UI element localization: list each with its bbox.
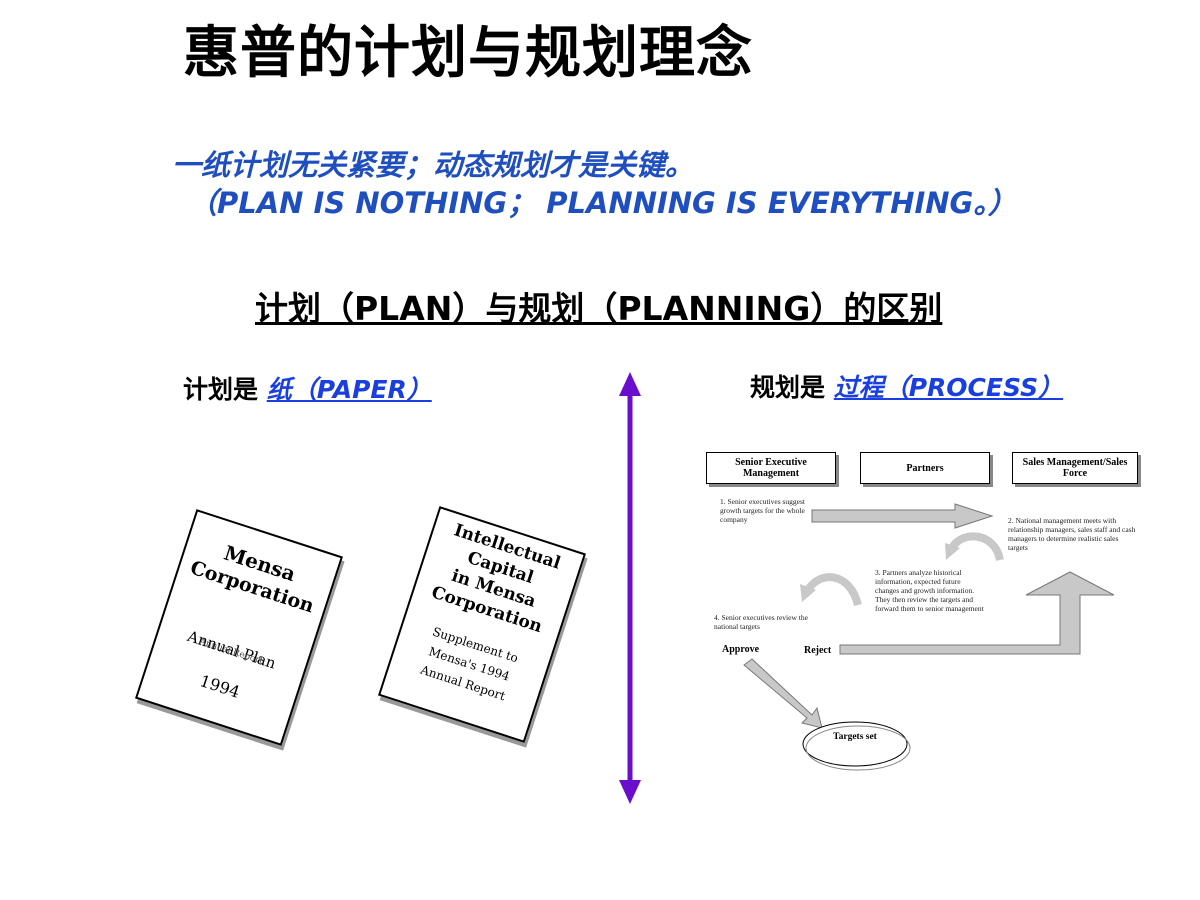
quote-chinese: 一纸计划无关紧要；动态规划才是关键。 (172, 148, 695, 182)
planning-heading-highlight: 过程（PROCESS） (833, 373, 1064, 402)
annual-report-supplement-document: Intellectual Capital in Mensa Corporatio… (378, 506, 586, 743)
process-arrows (743, 503, 1115, 771)
plan-heading-highlight: 纸（PAPER） (266, 375, 432, 404)
step-4-text: 4. Senior executives review the national… (714, 613, 808, 631)
planning-process-diagram: Senior Executive Management Partners Sal… (700, 440, 1150, 780)
page-title: 惠普的计划与规划理念 (183, 21, 753, 86)
divider-arrow-down (619, 780, 641, 804)
quote-english: （PLAN IS NOTHING； PLANNING IS EVERYTHING… (188, 186, 1017, 220)
divider-double-arrow (619, 372, 641, 804)
curved-arrow-executives-head (800, 584, 816, 602)
approve-label: Approve (722, 644, 760, 655)
curved-arrow-partners (948, 532, 1004, 562)
reject-return-arrow (839, 571, 1115, 655)
step-3-text: 3. Partners analyze historical informati… (875, 568, 984, 613)
curved-arrow-executives (804, 573, 862, 607)
plan-heading-prefix: 计划是 (183, 375, 259, 404)
step-1-text: 1. Senior executives suggest growth targ… (720, 497, 805, 524)
approve-arrow (743, 658, 823, 729)
box-senior-executive-management: Senior Executive Management (706, 452, 836, 484)
planning-heading: 规划是 过程（PROCESS） (750, 368, 1063, 404)
targets-ellipse (802, 721, 908, 767)
targets-set-label: Targets set (833, 732, 877, 742)
divider-arrow-up (619, 372, 641, 396)
box-sales-management: Sales Management/Sales Force (1012, 452, 1138, 484)
box-partners: Partners (860, 452, 990, 484)
section-subtitle: 计划（PLAN）与规划（PLANNING）的区别 (255, 289, 943, 328)
annual-plan-document: Mensa Corporation Annual Plan Annual Rep… (135, 509, 343, 746)
planning-heading-prefix: 规划是 (750, 373, 826, 402)
plan-heading: 计划是 纸（PAPER） (183, 370, 432, 406)
targets-ellipse-shadow (805, 725, 911, 771)
step-2-text: 2. National management meets with relati… (1008, 516, 1136, 552)
curved-arrow-partners-head (945, 543, 960, 560)
step1-arrow (811, 503, 994, 529)
reject-label: Reject (804, 645, 832, 656)
